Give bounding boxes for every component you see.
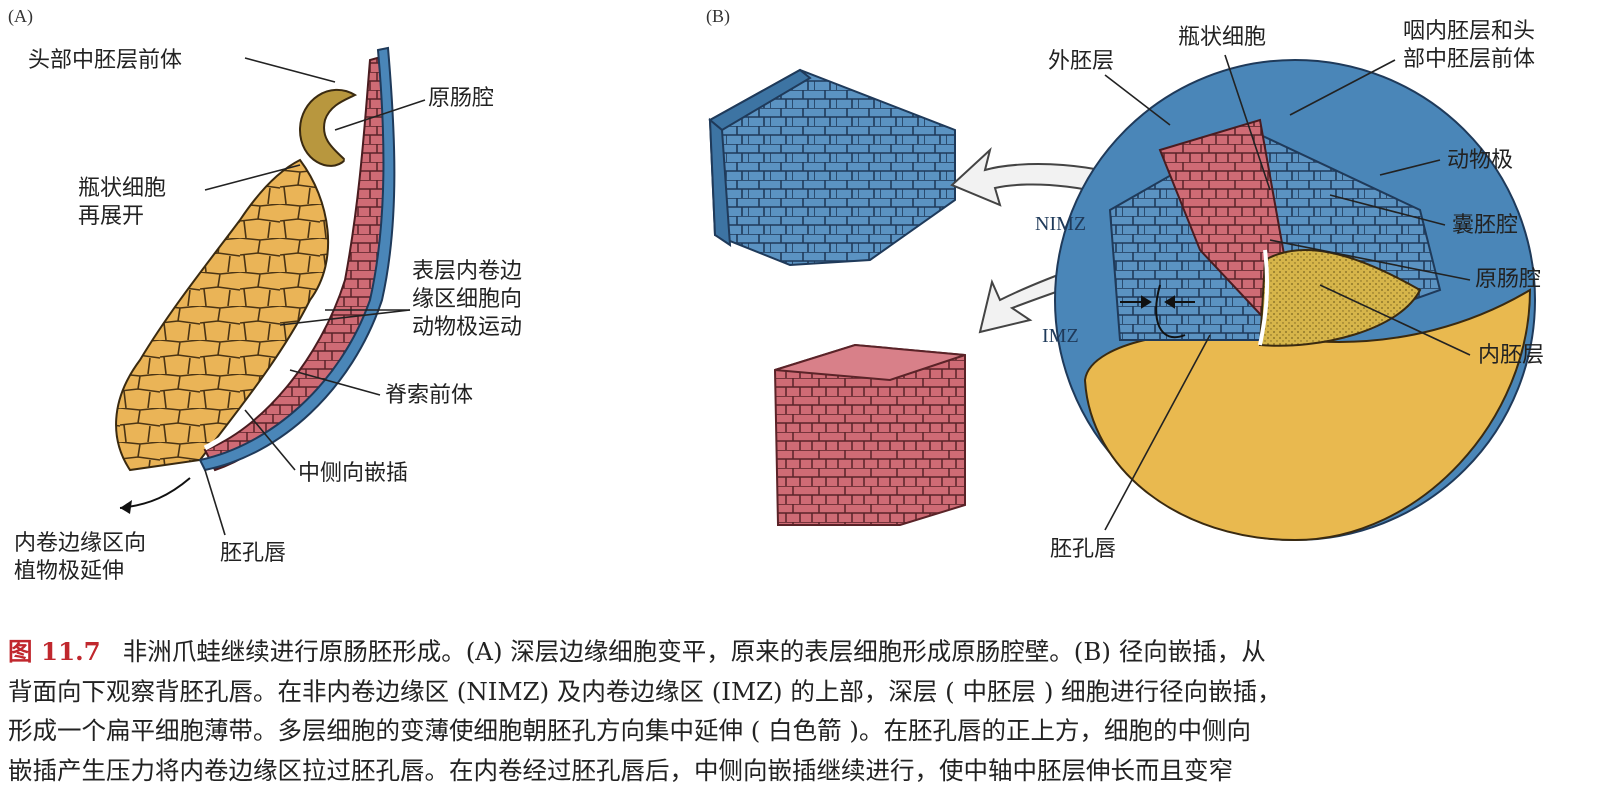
mediolateral-block bbox=[773, 343, 966, 526]
label-imz-extend: 内卷边缘区向 植物极延伸 bbox=[14, 531, 147, 584]
label-blastocoel: 囊胚腔 bbox=[1452, 213, 1519, 238]
label-surface-cells: 表层内卷边 缘区细胞向 动物极运动 bbox=[412, 259, 523, 340]
label-animal-pole: 动物极 bbox=[1447, 148, 1514, 173]
archenteron-gap bbox=[203, 109, 353, 451]
figure-artwork bbox=[115, 46, 1536, 542]
label-archenteron-a: 原肠腔 bbox=[428, 86, 495, 111]
label-mediolateral: 中侧向嵌插 bbox=[298, 461, 409, 486]
label-blastopore-lip-a: 胚孔唇 bbox=[220, 541, 287, 566]
label-bottle-cells-a: 瓶状细胞 再展开 bbox=[78, 176, 167, 229]
bottle-cells-ring bbox=[298, 89, 358, 167]
label-imz: IMZ bbox=[1042, 325, 1079, 347]
label-notochord: 脊索前体 bbox=[385, 383, 474, 408]
radial-intercalation-block bbox=[708, 68, 956, 267]
label-ectoderm: 外胚层 bbox=[1048, 49, 1115, 74]
label-blastopore-lip-b: 胚孔唇 bbox=[1050, 537, 1117, 562]
label-pharyngeal: 咽内胚层和头 部中胚层前体 bbox=[1403, 19, 1536, 72]
embryo-sphere bbox=[1054, 59, 1536, 542]
panel-a-diagram bbox=[115, 46, 426, 536]
label-head-mesoderm: 头部中胚层前体 bbox=[28, 48, 183, 73]
panel-a-letter: (A) bbox=[8, 6, 33, 26]
deep-cells-yellow bbox=[115, 158, 330, 472]
label-archenteron-b: 原肠腔 bbox=[1475, 267, 1542, 292]
label-nimz: NIMZ bbox=[1035, 213, 1087, 235]
caption-line-3: 形成一个扁平细胞薄带。多层细胞的变薄使细胞朝胚孔方向集中延伸 ( 白色箭 )。在… bbox=[8, 716, 1251, 745]
caption-text-1: 非洲爪蛙继续进行原肠胚形成。(A) 深层边缘细胞变平，原来的表层细胞形成原肠腔壁… bbox=[122, 637, 1266, 666]
label-endoderm: 内胚层 bbox=[1478, 343, 1545, 368]
caption-figure-number: 图 11.7 bbox=[8, 637, 101, 666]
figure: (A) 头部中胚层前体 原肠腔 瓶状细胞 再展开 表层内卷边 缘区细胞向 动物极… bbox=[8, 6, 1545, 584]
caption-line-2: 背面向下观察背胚孔唇。在非内卷边缘区 (NIMZ) 及内卷边缘区 (IMZ) 的… bbox=[8, 676, 1282, 706]
panel-b-letter: (B) bbox=[706, 6, 730, 26]
caption-line-1: 图 11.7 非洲爪蛙继续进行原肠胚形成。(A) 深层边缘细胞变平，原来的表层细胞… bbox=[8, 632, 1613, 672]
caption-line-4: 嵌插产生压力将内卷边缘区拉过胚孔唇。在内卷经过胚孔唇后，中侧向嵌插继续进行，使中… bbox=[8, 755, 1233, 785]
label-bottle-cells-b: 瓶状细胞 bbox=[1178, 25, 1267, 50]
figure-caption: 图 11.7 非洲爪蛙继续进行原肠胚形成。(A) 深层边缘细胞变平，原来的表层细胞… bbox=[8, 632, 1613, 790]
